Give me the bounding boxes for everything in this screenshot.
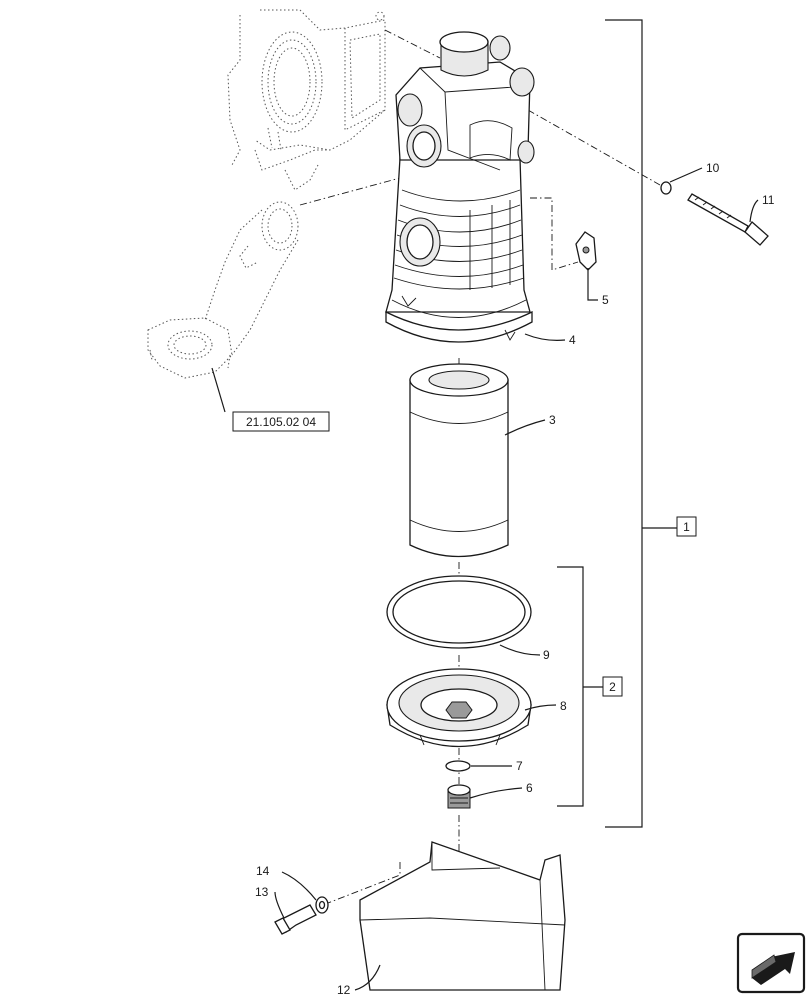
cross-reference-box — [232, 411, 330, 432]
callout-labels: 1 2 3 4 5 6 7 8 9 10 11 12 13 14 — [255, 161, 775, 997]
o-ring — [445, 760, 471, 772]
callout-7: 7 — [516, 759, 523, 773]
callout-2: 2 — [609, 680, 616, 694]
bottom-cover — [386, 668, 532, 748]
callout-10: 10 — [706, 161, 720, 175]
bolt-and-washer — [274, 896, 329, 935]
intake-elbow-phantom — [147, 201, 299, 379]
cross-reference[interactable]: 21.105.02 04 — [232, 411, 330, 432]
callout-8: 8 — [560, 699, 567, 713]
group-bracket-1 — [605, 19, 677, 828]
filter-housing — [385, 31, 535, 343]
seal-ring — [386, 575, 532, 649]
shield-part — [359, 841, 566, 991]
callout-3: 3 — [549, 413, 556, 427]
reference-leader — [211, 367, 226, 413]
callout-13: 13 — [255, 885, 269, 899]
valve-part — [447, 784, 471, 809]
cross-reference-label[interactable]: 21.105.02 04 — [246, 415, 316, 429]
callout-4: 4 — [569, 333, 576, 347]
filter-element — [409, 363, 509, 558]
engine-housing-phantom — [227, 9, 386, 191]
callout-9: 9 — [543, 648, 550, 662]
callout-11: 11 — [762, 193, 775, 207]
leader-lines — [274, 167, 759, 991]
callout-6: 6 — [526, 781, 533, 795]
callout-5: 5 — [602, 293, 609, 307]
callout-12: 12 — [337, 983, 351, 997]
callout-box-2 — [602, 676, 623, 697]
callout-14: 14 — [256, 864, 270, 878]
callout-1: 1 — [683, 520, 690, 534]
callout-box-1 — [676, 516, 697, 537]
group-bracket-2 — [557, 566, 603, 807]
next-page-arrow-icon[interactable] — [736, 932, 806, 994]
clip-part — [575, 231, 597, 271]
washer-and-long-bolt — [660, 181, 769, 246]
